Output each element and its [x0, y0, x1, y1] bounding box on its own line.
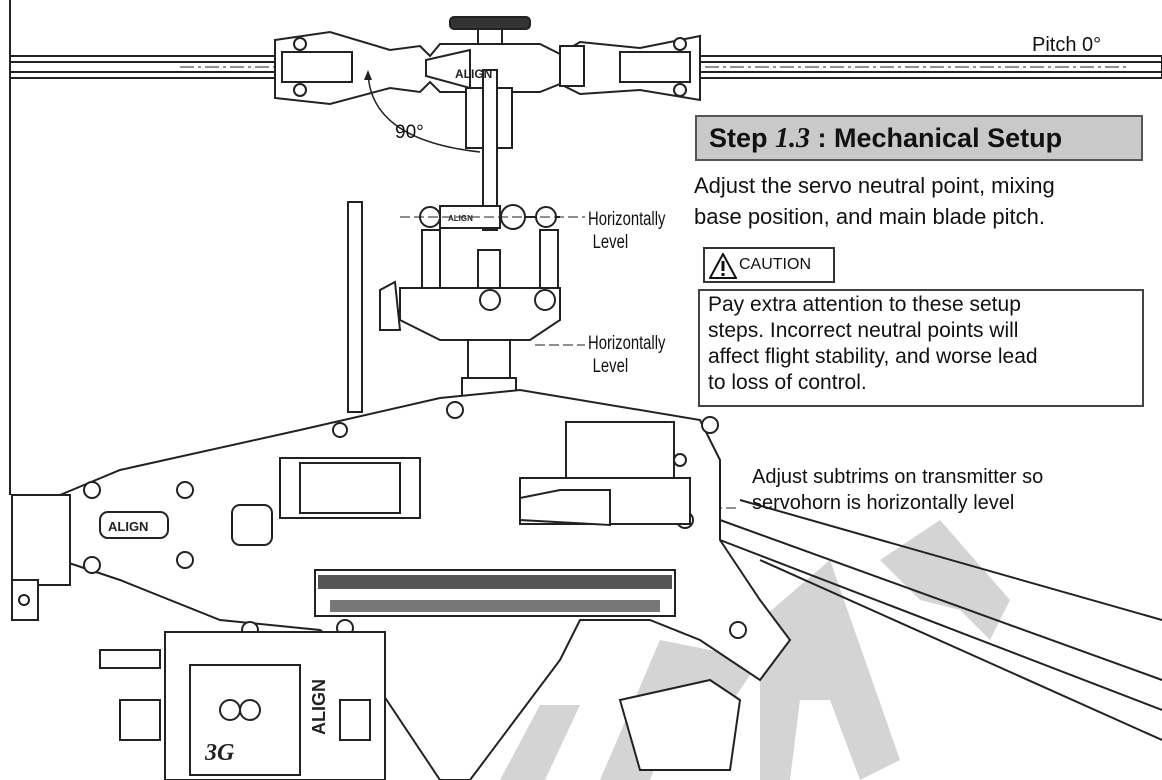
level-label-upper-line2: Level — [592, 232, 629, 253]
esc-model-logo: 3G — [204, 740, 235, 766]
caution-line-3: affect flight stability, and worse lead — [708, 345, 1038, 368]
level-label-upper-line1: Horizontally — [588, 209, 666, 230]
warning-icon — [709, 253, 737, 279]
rotor-blades — [9, 55, 1162, 79]
level-label-lower: Horizontally Level — [588, 332, 665, 378]
caution-line-4: to loss of control. — [708, 371, 867, 394]
esc-brand-logo: ALIGN — [309, 679, 329, 735]
servo-note: Adjust subtrims on transmitter so servoh… — [752, 464, 1043, 516]
servo-note-line-2: servohorn is horizontally level — [752, 492, 1015, 514]
caution-line-2: steps. Incorrect neutral points will — [708, 319, 1019, 342]
caution-label: CAUTION — [739, 256, 811, 273]
rotor-head-brand: ALIGN — [455, 67, 492, 81]
intro-text: Adjust the servo neutral point, mixing b… — [694, 170, 1154, 232]
intro-line-2: base position, and main blade pitch. — [694, 204, 1046, 229]
angle-label: 90° — [395, 122, 424, 143]
step-title: : Mechanical Setup — [810, 123, 1063, 153]
swashplate-assembly — [347, 201, 561, 413]
step-prefix: Step — [709, 123, 776, 153]
intro-line-1: Adjust the servo neutral point, mixing — [694, 173, 1055, 198]
level-label-lower-line2: Level — [592, 356, 629, 377]
caution-badge: CAUTION — [703, 247, 835, 283]
main-gear — [314, 569, 676, 617]
step-heading: Step 1.3 : Mechanical Setup — [695, 115, 1143, 161]
level-label-upper: Horizontally Level — [588, 208, 665, 254]
pitch-label: Pitch 0° — [1032, 34, 1102, 56]
rotor-head — [274, 16, 701, 231]
servos — [231, 421, 691, 546]
caution-message: Pay extra attention to these setup steps… — [698, 289, 1144, 407]
caution-line-1: Pay extra attention to these setup — [708, 293, 1021, 316]
electronics-unit — [99, 631, 386, 780]
frame-cutout — [618, 678, 742, 771]
pitch-angle-arc — [367, 71, 481, 153]
level-label-lower-line1: Horizontally — [588, 333, 666, 354]
svg-text:ALIGN: ALIGN — [108, 519, 148, 534]
step-number: 1.3 — [775, 123, 811, 154]
swash-brand: ALIGN — [448, 214, 473, 223]
servo-note-line-1: Adjust subtrims on transmitter so — [752, 466, 1044, 488]
frame-badge — [99, 511, 169, 539]
